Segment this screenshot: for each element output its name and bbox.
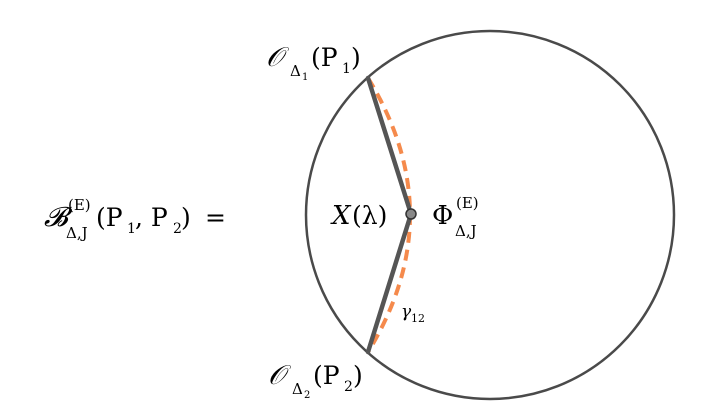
boundary-circle — [304, 29, 676, 401]
lhs-arg2-sub: 2 — [173, 221, 182, 237]
lhs-args-open: (P — [96, 203, 123, 232]
top-operator-arg: (P — [311, 43, 338, 72]
bottom-operator-arg-sub: 2 — [344, 379, 353, 395]
edge-top — [365, 75, 414, 217]
vertex-right-label: Φ (E) Δ,J — [432, 194, 479, 240]
vertex-left-label: X (λ) — [330, 201, 387, 231]
lhs-args-comma: , P — [135, 203, 168, 232]
lhs-args-close: ) — [181, 203, 191, 232]
top-operator-label: 𝒪 Δ 1 (P 1 ) — [266, 42, 361, 83]
top-operator-arg-close: ) — [351, 43, 361, 72]
lhs-arg1-sub: 1 — [127, 221, 136, 237]
bottom-operator-label: 𝒪 Δ 2 (P 2 ) — [268, 360, 363, 401]
lhs-subscript: Δ,J — [66, 224, 88, 242]
vertex-left-arg: (λ) — [352, 201, 387, 230]
bottom-operator-arg-close: ) — [353, 361, 363, 390]
equals-sign: = — [205, 203, 226, 232]
vertex-right-subscript: Δ,J — [455, 222, 477, 240]
vertex-right-superscript: (E) — [456, 194, 479, 212]
vertex-left-symbol: X — [330, 201, 352, 231]
edge-bottom — [365, 211, 414, 355]
vertex-right-symbol: Φ — [432, 201, 453, 231]
geodesic-subscript: 12 — [411, 312, 425, 325]
equation-lhs: 𝓑 (E) Δ,J (P 1 , P 2 ) = — [44, 196, 226, 242]
geodesic-label: γ 12 — [401, 302, 425, 325]
bottom-operator-symbol: 𝒪 — [268, 360, 292, 391]
bottom-operator-subscript: Δ — [292, 380, 303, 398]
top-operator-symbol: 𝒪 — [266, 42, 290, 73]
bottom-operator-subsubscript: 2 — [304, 390, 310, 401]
top-operator-subscript: Δ — [290, 62, 301, 80]
top-operator-arg-sub: 1 — [342, 61, 351, 77]
bottom-operator-arg: (P — [313, 361, 340, 390]
lhs-superscript: (E) — [68, 196, 91, 214]
bulk-vertex — [405, 208, 417, 220]
top-operator-subsubscript: 1 — [302, 72, 308, 83]
geodesic-symbol: γ — [401, 302, 412, 322]
